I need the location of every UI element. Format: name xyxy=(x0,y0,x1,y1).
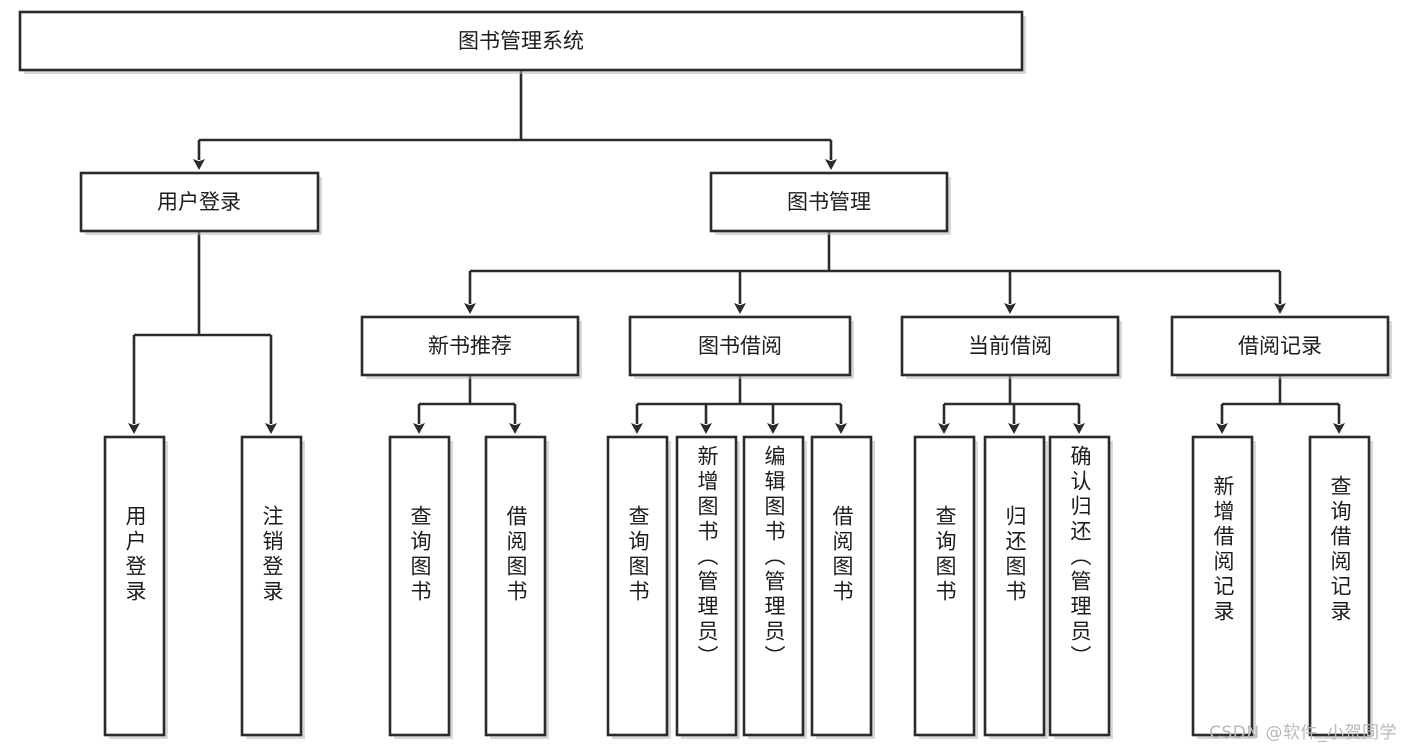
node-current-borrow-label: 当前借阅 xyxy=(968,334,1052,358)
leaf-box-add-record[interactable] xyxy=(1191,435,1256,739)
node-root[interactable]: 图书管理系统 xyxy=(18,10,1026,74)
node-user-login-label: 用户登录 xyxy=(157,190,241,214)
leaf-box-borrow-book-rec[interactable] xyxy=(484,435,549,739)
connector-group-record xyxy=(1216,375,1345,434)
leaf-box-add-book[interactable] xyxy=(675,435,740,739)
node-borrow-record-label: 借阅记录 xyxy=(1238,334,1322,358)
node-current-borrow[interactable]: 当前借阅 xyxy=(900,315,1122,379)
leaf-box-group xyxy=(103,435,1373,739)
leaf-box-edit-book[interactable] xyxy=(742,435,807,739)
leaf-box-user-login[interactable] xyxy=(103,435,168,739)
leaf-box-query-book-current[interactable] xyxy=(913,435,978,739)
leaf-box-return-book[interactable] xyxy=(983,435,1048,739)
leaf-box-query-record[interactable] xyxy=(1308,435,1373,739)
connector-group-current xyxy=(938,375,1085,434)
node-root-label: 图书管理系统 xyxy=(458,29,584,53)
connector-group-user-login xyxy=(128,231,277,434)
leaf-box-logout-login[interactable] xyxy=(240,435,305,739)
leaf-box-confirm-return[interactable] xyxy=(1048,435,1113,739)
node-borrow-record[interactable]: 借阅记录 xyxy=(1170,315,1392,379)
connector-group-new-rec xyxy=(413,375,521,434)
leaf-box-query-book-rec[interactable] xyxy=(388,435,453,739)
node-book-borrow-label: 图书借阅 xyxy=(698,334,782,358)
leaf-box-query-book-borrow[interactable] xyxy=(606,435,671,739)
node-book-management[interactable]: 图书管理 xyxy=(709,171,951,235)
node-book-management-label: 图书管理 xyxy=(787,190,871,214)
connector-group-book-mgmt xyxy=(464,231,1286,314)
node-new-book-recommend[interactable]: 新书推荐 xyxy=(360,315,582,379)
csdn-watermark: CSDN @软件_小贺同学 xyxy=(1209,723,1397,743)
connector-group-root xyxy=(193,70,837,170)
node-book-borrow[interactable]: 图书借阅 xyxy=(628,315,854,379)
connector-group-borrow xyxy=(631,375,847,434)
leaf-box-borrow-book[interactable] xyxy=(810,435,875,739)
node-user-login[interactable]: 用户登录 xyxy=(79,171,322,235)
node-new-book-recommend-label: 新书推荐 xyxy=(428,334,512,358)
